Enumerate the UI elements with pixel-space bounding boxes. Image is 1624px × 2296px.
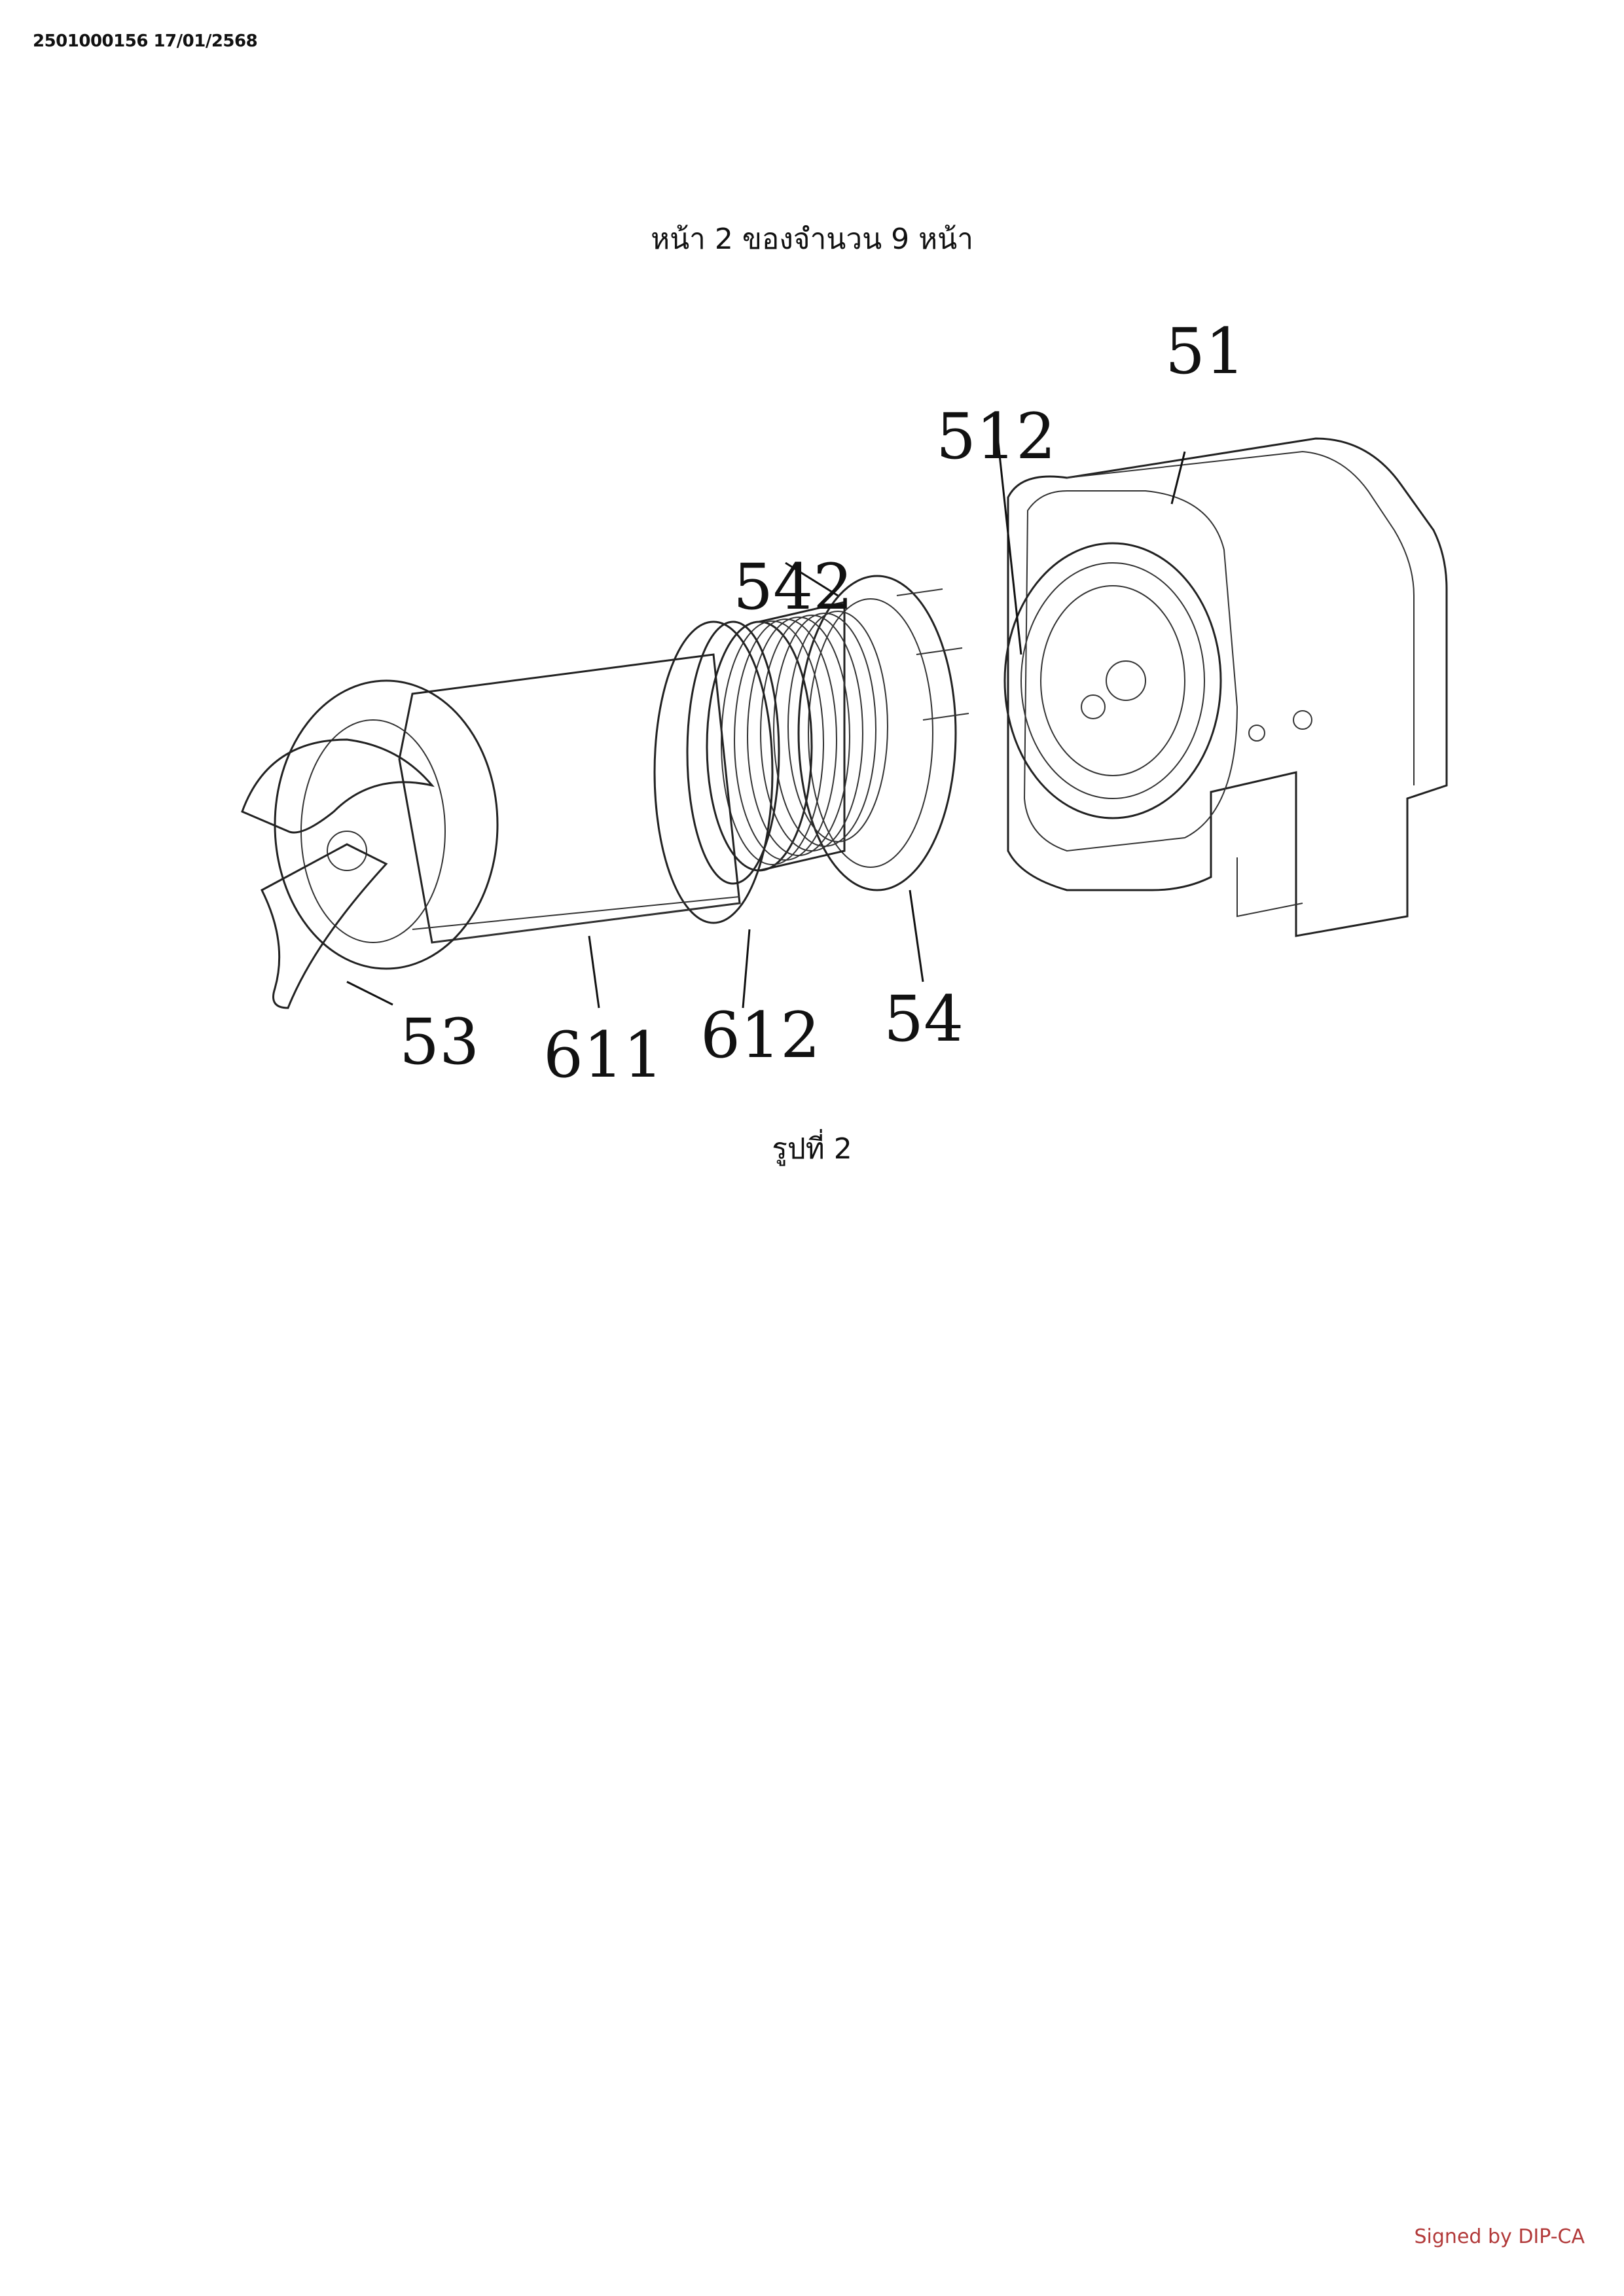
label-512: 512: [936, 400, 1056, 473]
cylinder-611-drawing: [398, 620, 774, 944]
label-53: 53: [399, 1005, 479, 1079]
coil-612-drawing: [686, 601, 888, 885]
leader-51: [1170, 451, 1186, 505]
leader-612: [742, 929, 751, 1009]
leader-54: [909, 889, 924, 982]
impeller-53-drawing: [241, 679, 499, 1009]
figure-caption: รูปที่ 2: [772, 1132, 852, 1166]
exploded-view-drawing: 51 512 542 53 611 612 54: [241, 315, 1448, 1092]
housing-51-drawing: [1003, 437, 1448, 937]
leader-512: [994, 412, 1022, 655]
leader-542: [785, 562, 839, 597]
leader-611: [588, 935, 600, 1009]
patent-drawing: 51 512 542 53 611 612 54: [216, 314, 1492, 1100]
document-id: 2501000156 17/01/2568: [33, 31, 258, 51]
label-54: 54: [884, 982, 964, 1056]
page-indicator: หน้า 2 ของจำนวน 9 หน้า: [651, 223, 973, 256]
leader-53: [346, 980, 393, 1006]
label-612: 612: [700, 999, 820, 1072]
label-542: 542: [733, 550, 853, 624]
label-51: 51: [1165, 315, 1245, 388]
digital-signature-note: Signed by DIP-CA: [1414, 2225, 1585, 2248]
label-611: 611: [543, 1018, 663, 1092]
flange-54-drawing: [797, 575, 969, 891]
